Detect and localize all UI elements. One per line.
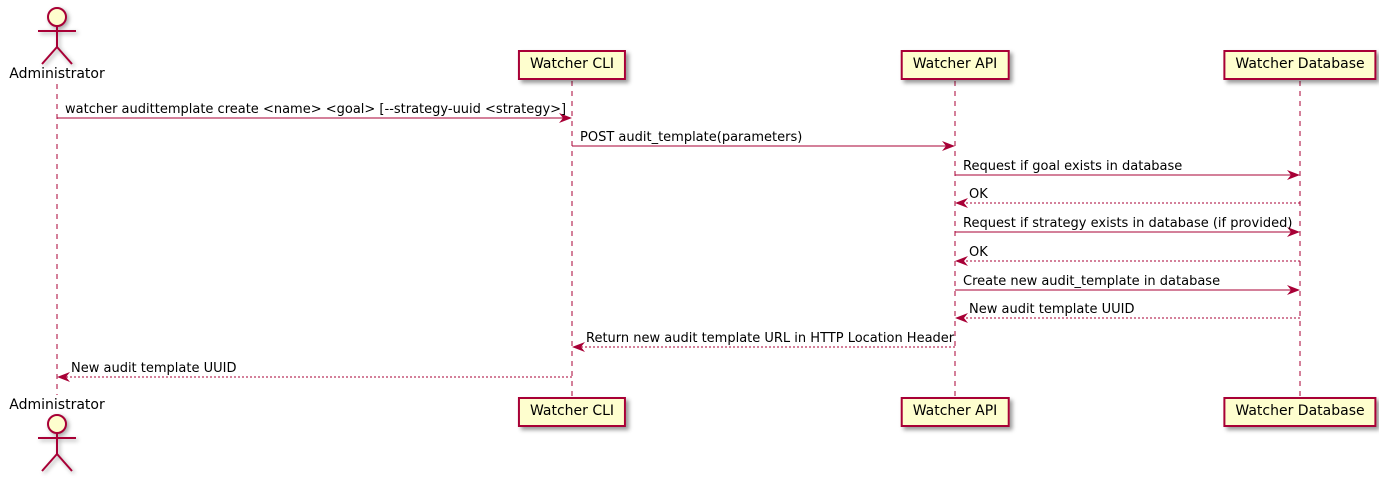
arrowhead-icon [57, 372, 70, 382]
arrowhead-icon [1287, 170, 1300, 180]
message-label: OK [969, 245, 988, 260]
arrowhead-icon [942, 141, 955, 151]
message-label: New audit template UUID [969, 302, 1134, 317]
arrowhead-icon [955, 256, 968, 266]
message-8-db-to-api: New audit template UUID [955, 302, 1300, 323]
participant-box-watcher-api-top: Watcher API [900, 50, 1010, 80]
actor-label-administrator-top: Administrator [9, 66, 105, 82]
message-2-cli-to-api: POST audit_template(parameters) [572, 130, 955, 151]
arrowhead-icon [572, 342, 585, 352]
message-9-api-to-cli: Return new audit template URL in HTTP Lo… [572, 331, 955, 352]
message-label: OK [969, 187, 988, 202]
message-label: New audit template UUID [71, 361, 236, 376]
participant-box-watcher-api-bottom: Watcher API [900, 397, 1010, 427]
arrowhead-icon [1287, 227, 1300, 237]
message-label: Request if goal exists in database [963, 159, 1182, 174]
actor-figure-top [38, 7, 76, 65]
message-5-api-to-db: Request if strategy exists in database (… [955, 216, 1300, 237]
participant-box-watcher-database-bottom: Watcher Database [1223, 397, 1377, 427]
arrowhead-icon [559, 113, 572, 123]
participant-box-watcher-cli-top: Watcher CLI [517, 50, 627, 80]
message-label: watcher audittemplate create <name> <goa… [65, 102, 566, 117]
message-label: Create new audit_template in database [963, 274, 1220, 289]
arrowhead-icon [955, 198, 968, 208]
message-7-api-to-db: Create new audit_template in database [955, 274, 1300, 295]
message-1-administrator-to-cli: watcher audittemplate create <name> <goa… [57, 102, 572, 123]
message-10-cli-to-administrator: New audit template UUID [57, 361, 572, 382]
message-6-db-to-api: OK [955, 245, 1300, 266]
message-3-api-to-db: Request if goal exists in database [955, 159, 1300, 180]
message-label: Return new audit template URL in HTTP Lo… [586, 331, 955, 346]
participant-box-watcher-cli-bottom: Watcher CLI [517, 397, 627, 427]
actor-label-administrator-bottom: Administrator [9, 397, 105, 413]
participant-box-watcher-database-top: Watcher Database [1223, 50, 1377, 80]
message-label: POST audit_template(parameters) [580, 130, 802, 145]
arrowhead-icon [955, 313, 968, 323]
actor-figure-bottom [38, 414, 76, 472]
arrowhead-icon [1287, 285, 1300, 295]
message-label: Request if strategy exists in database (… [963, 216, 1292, 231]
message-4-db-to-api: OK [955, 187, 1300, 208]
